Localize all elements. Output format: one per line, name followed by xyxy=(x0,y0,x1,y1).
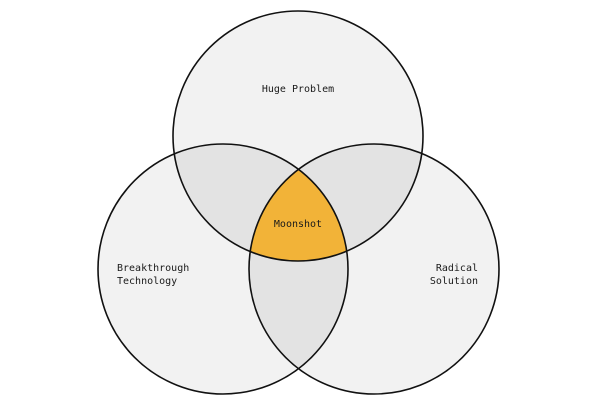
label-huge-problem: Huge Problem xyxy=(261,84,335,95)
label-breakthrough-technology: Breakthrough Technology xyxy=(117,263,190,287)
circle-top-outline xyxy=(172,10,424,262)
label-radical-solution: Radical Solution xyxy=(429,263,478,287)
overlap-center xyxy=(249,144,348,261)
circle-left-outline xyxy=(97,143,349,395)
label-moonshot: Moonshot xyxy=(273,219,323,230)
circle-right-outline xyxy=(248,143,500,395)
